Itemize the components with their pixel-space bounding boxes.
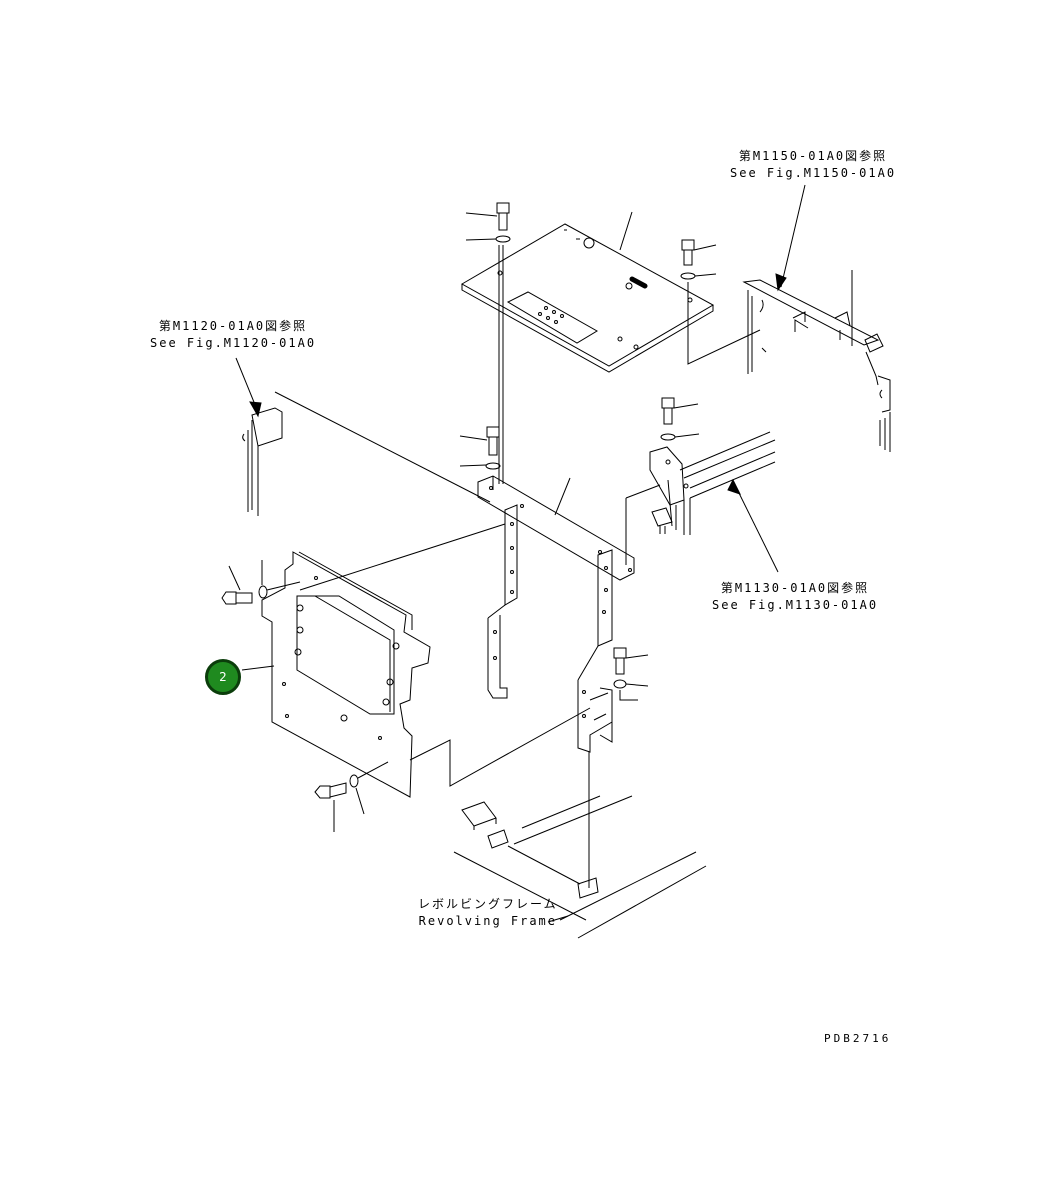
reference-m1150-jp: 第M1150-01A0図参照 <box>738 149 888 163</box>
reference-m1130-en: See Fig.M1130-01A0 <box>712 598 879 612</box>
part-callout-number: 2 <box>219 670 227 684</box>
reference-m1130: 第M1130-01A0図参照 See Fig.M1130-01A0 <box>712 580 878 614</box>
frame-bolts <box>459 397 700 701</box>
front-panel <box>241 551 591 798</box>
upper-right-bracket <box>742 270 891 452</box>
reference-m1120-en: See Fig.M1120-01A0 <box>150 336 317 350</box>
center-support-frame <box>299 475 635 888</box>
revolving-frame-label-jp: レボルビングフレーム <box>418 897 558 911</box>
reference-m1130-jp: 第M1130-01A0図参照 <box>720 581 870 595</box>
panel-bolts <box>221 560 389 832</box>
top-cover-plate <box>460 211 715 373</box>
reference-leaders <box>235 184 806 418</box>
revolving-frame-label: レボルビングフレーム Revolving Frame <box>418 896 558 930</box>
part-callout-2[interactable]: 2 <box>205 659 241 695</box>
drawing-id: PDB2716 <box>824 1032 892 1045</box>
right-rail <box>625 431 779 573</box>
revolving-frame-base <box>453 795 707 939</box>
cover-bolts <box>465 202 761 484</box>
reference-m1120-jp: 第M1120-01A0図参照 <box>158 319 308 333</box>
reference-m1120: 第M1120-01A0図参照 See Fig.M1120-01A0 <box>150 318 316 352</box>
reference-m1150-en: See Fig.M1150-01A0 <box>730 166 897 180</box>
left-bracket <box>242 391 491 516</box>
revolving-frame-label-en: Revolving Frame <box>418 914 558 928</box>
reference-m1150: 第M1150-01A0図参照 See Fig.M1150-01A0 <box>730 148 896 182</box>
